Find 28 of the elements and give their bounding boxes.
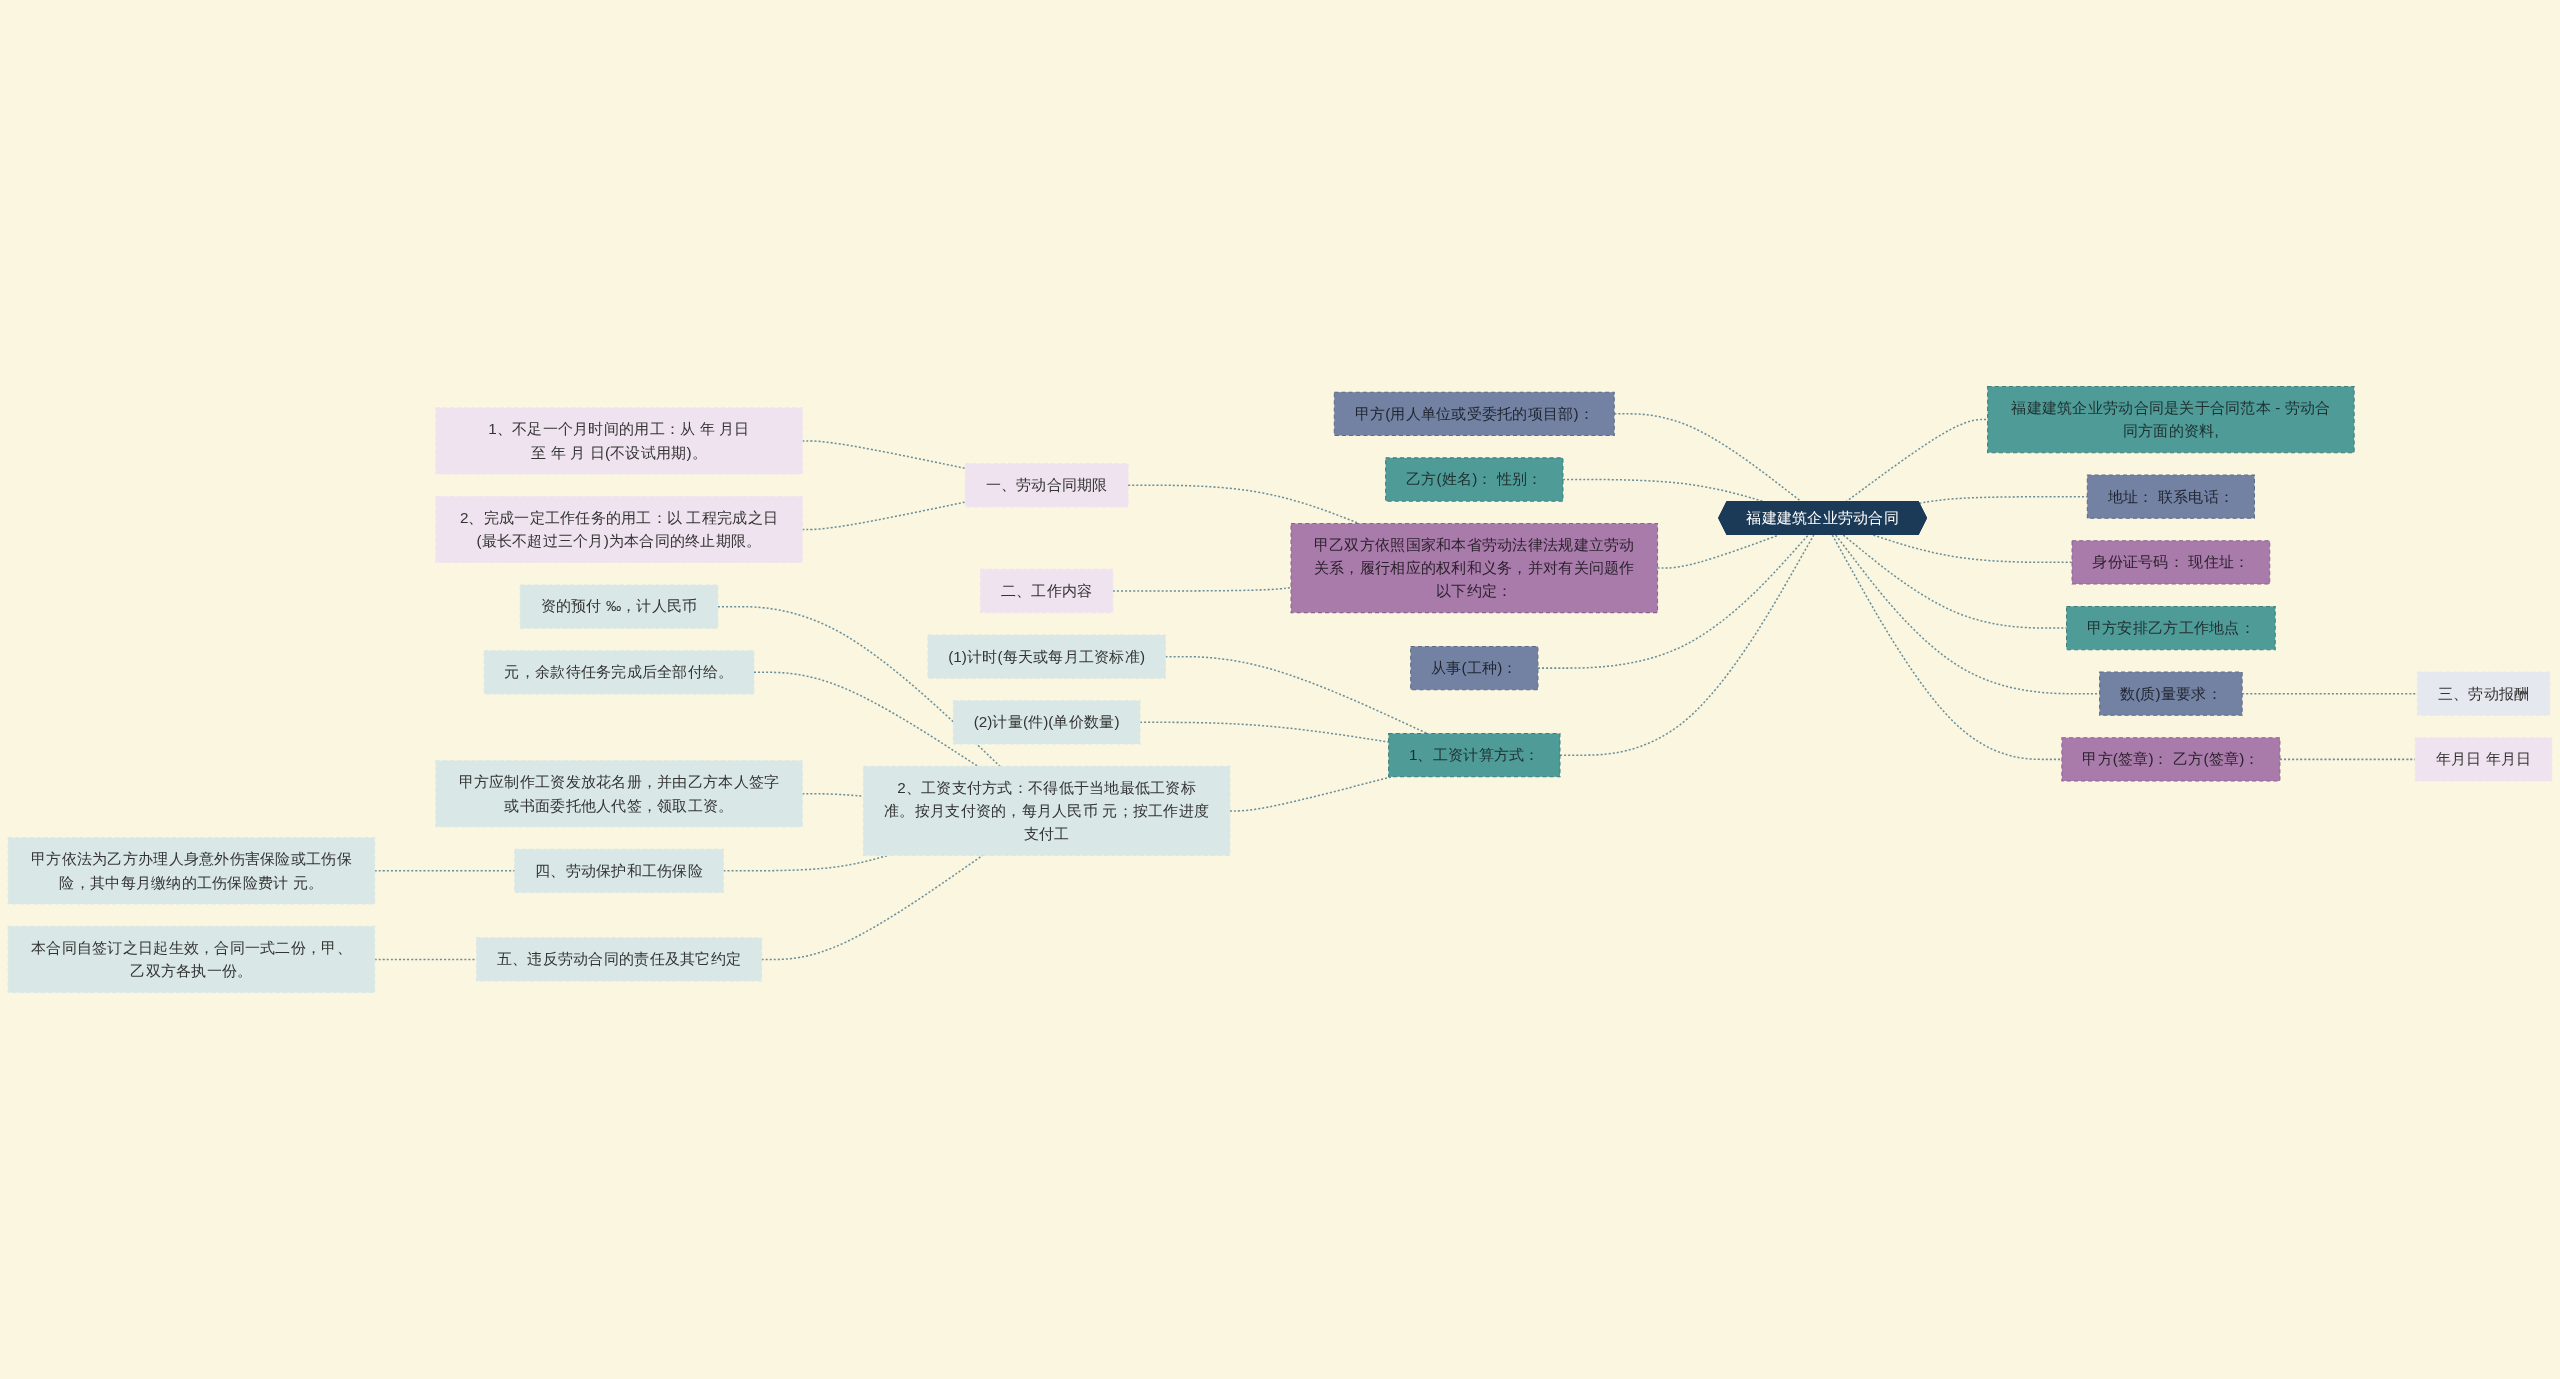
node-box: 福建建筑企业劳动合同是关于合同范本 - 劳动合同方面的资料, (1987, 385, 2355, 454)
node-box: 1、不足一个月时间的用工：从 年 月日至 年 月 日(不设试用期)。 (435, 407, 803, 475)
node-box: 甲方安排乙方工作地点： (2066, 605, 2276, 651)
node-box: 甲方(用人单位或受委托的项目部)： (1333, 391, 1615, 436)
node-box: 地址： 联系电话： (2086, 474, 2255, 519)
node-box: 甲方应制作工资发放花名册，并由乙方本人签字或书面委托他人代签，领取工资。 (435, 760, 803, 828)
node-box: 甲乙双方依照国家和本省劳动法律法规建立劳动关系，履行相应的权利和义务，并对有关问题作以下约定： (1290, 523, 1659, 614)
node-box: (1)计时(每天或每月工资标准) (927, 634, 1166, 679)
node-box: 甲方依法为乙方办理人身意外伤害保险或工伤保险，其中每月缴纳的工伤保险费计 元。 (7, 837, 376, 905)
node-box: 本合同自签订之日起生效，合同一式二份，甲、乙双方各执一份。 (7, 925, 376, 994)
node-box: 身份证号码： 现住址： (2071, 540, 2271, 585)
node-box: 从事(工种)： (1410, 645, 1539, 691)
node-box: 三、劳动报酬 (2416, 671, 2551, 716)
node-box: 五、违反劳动合同的责任及其它约定 (476, 937, 763, 982)
node-box: 1、工资计算方式： (1388, 733, 1561, 778)
node-box: 元，余款待任务完成后全部付给。 (483, 650, 755, 695)
node-box: 2、完成一定工作任务的用工：以 工程完成之日(最长不超过三个月)为本合同的终止期限。 (435, 495, 803, 564)
node-box: 一、劳动合同期限 (964, 463, 1129, 508)
connector (1872, 534, 2073, 564)
node-box: 四、劳动保护和工伤保险 (514, 848, 724, 893)
node-box: 甲方(签章)： 乙方(签章)： (2061, 737, 2281, 782)
node-box: 资的预付 ‰，计人民币 (519, 584, 719, 629)
node-box: 年月日 年月日 (2414, 737, 2553, 782)
node-box: 数(质)量要求： (2099, 671, 2243, 716)
node-box: 乙方(姓名)： 性别： (1385, 457, 1564, 502)
node-box: 二、工作内容 (980, 568, 1114, 614)
node-box: 2、工资支付方式：不得低于当地最低工资标准。按月支付资的，每月人民币 元；按工作进度支付工 (862, 765, 1231, 856)
node-box: (2)计量(件)(单价数量) (952, 700, 1141, 745)
